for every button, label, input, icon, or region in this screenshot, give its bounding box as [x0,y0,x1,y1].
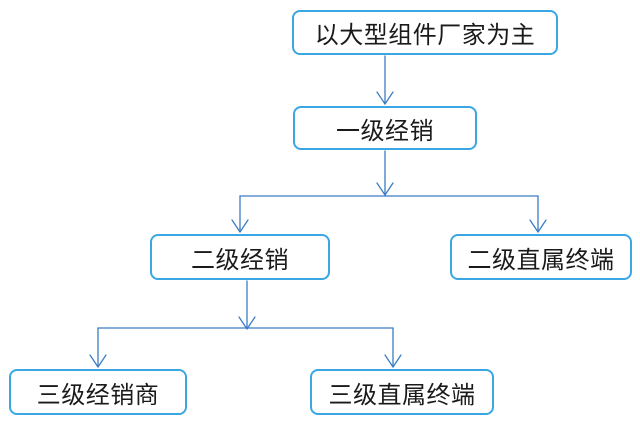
node-level3-distributor-label: 三级经销商 [36,380,160,409]
node-level2-direct-terminal-label: 二级直属终端 [467,245,615,274]
node-level2-direct-terminal: 二级直属终端 [450,234,632,280]
arrowhead-to-level2-distribution [231,219,249,233]
arrowhead-level1-down [376,182,394,196]
node-root-label: 以大型组件厂家为主 [314,21,536,49]
arrowhead-root-to-level1 [376,91,394,105]
node-level1-label: 一级经销 [336,116,434,145]
node-root: 以大型组件厂家为主 [292,10,558,55]
node-level3-distributor: 三级经销商 [9,369,187,415]
node-level2-distribution: 二级经销 [150,234,330,280]
arrowhead-to-level3-distributor [89,354,107,368]
node-level1: 一级经销 [293,106,477,150]
arrowhead-to-level3-direct [384,354,402,368]
node-level3-direct-terminal: 三级直属终端 [310,369,494,415]
node-level2-distribution-label: 二级经销 [191,245,289,274]
node-level3-direct-terminal-label: 三级直属终端 [328,380,476,409]
arrowhead-level2-down [238,316,256,330]
arrowhead-to-level2-direct [529,219,547,233]
